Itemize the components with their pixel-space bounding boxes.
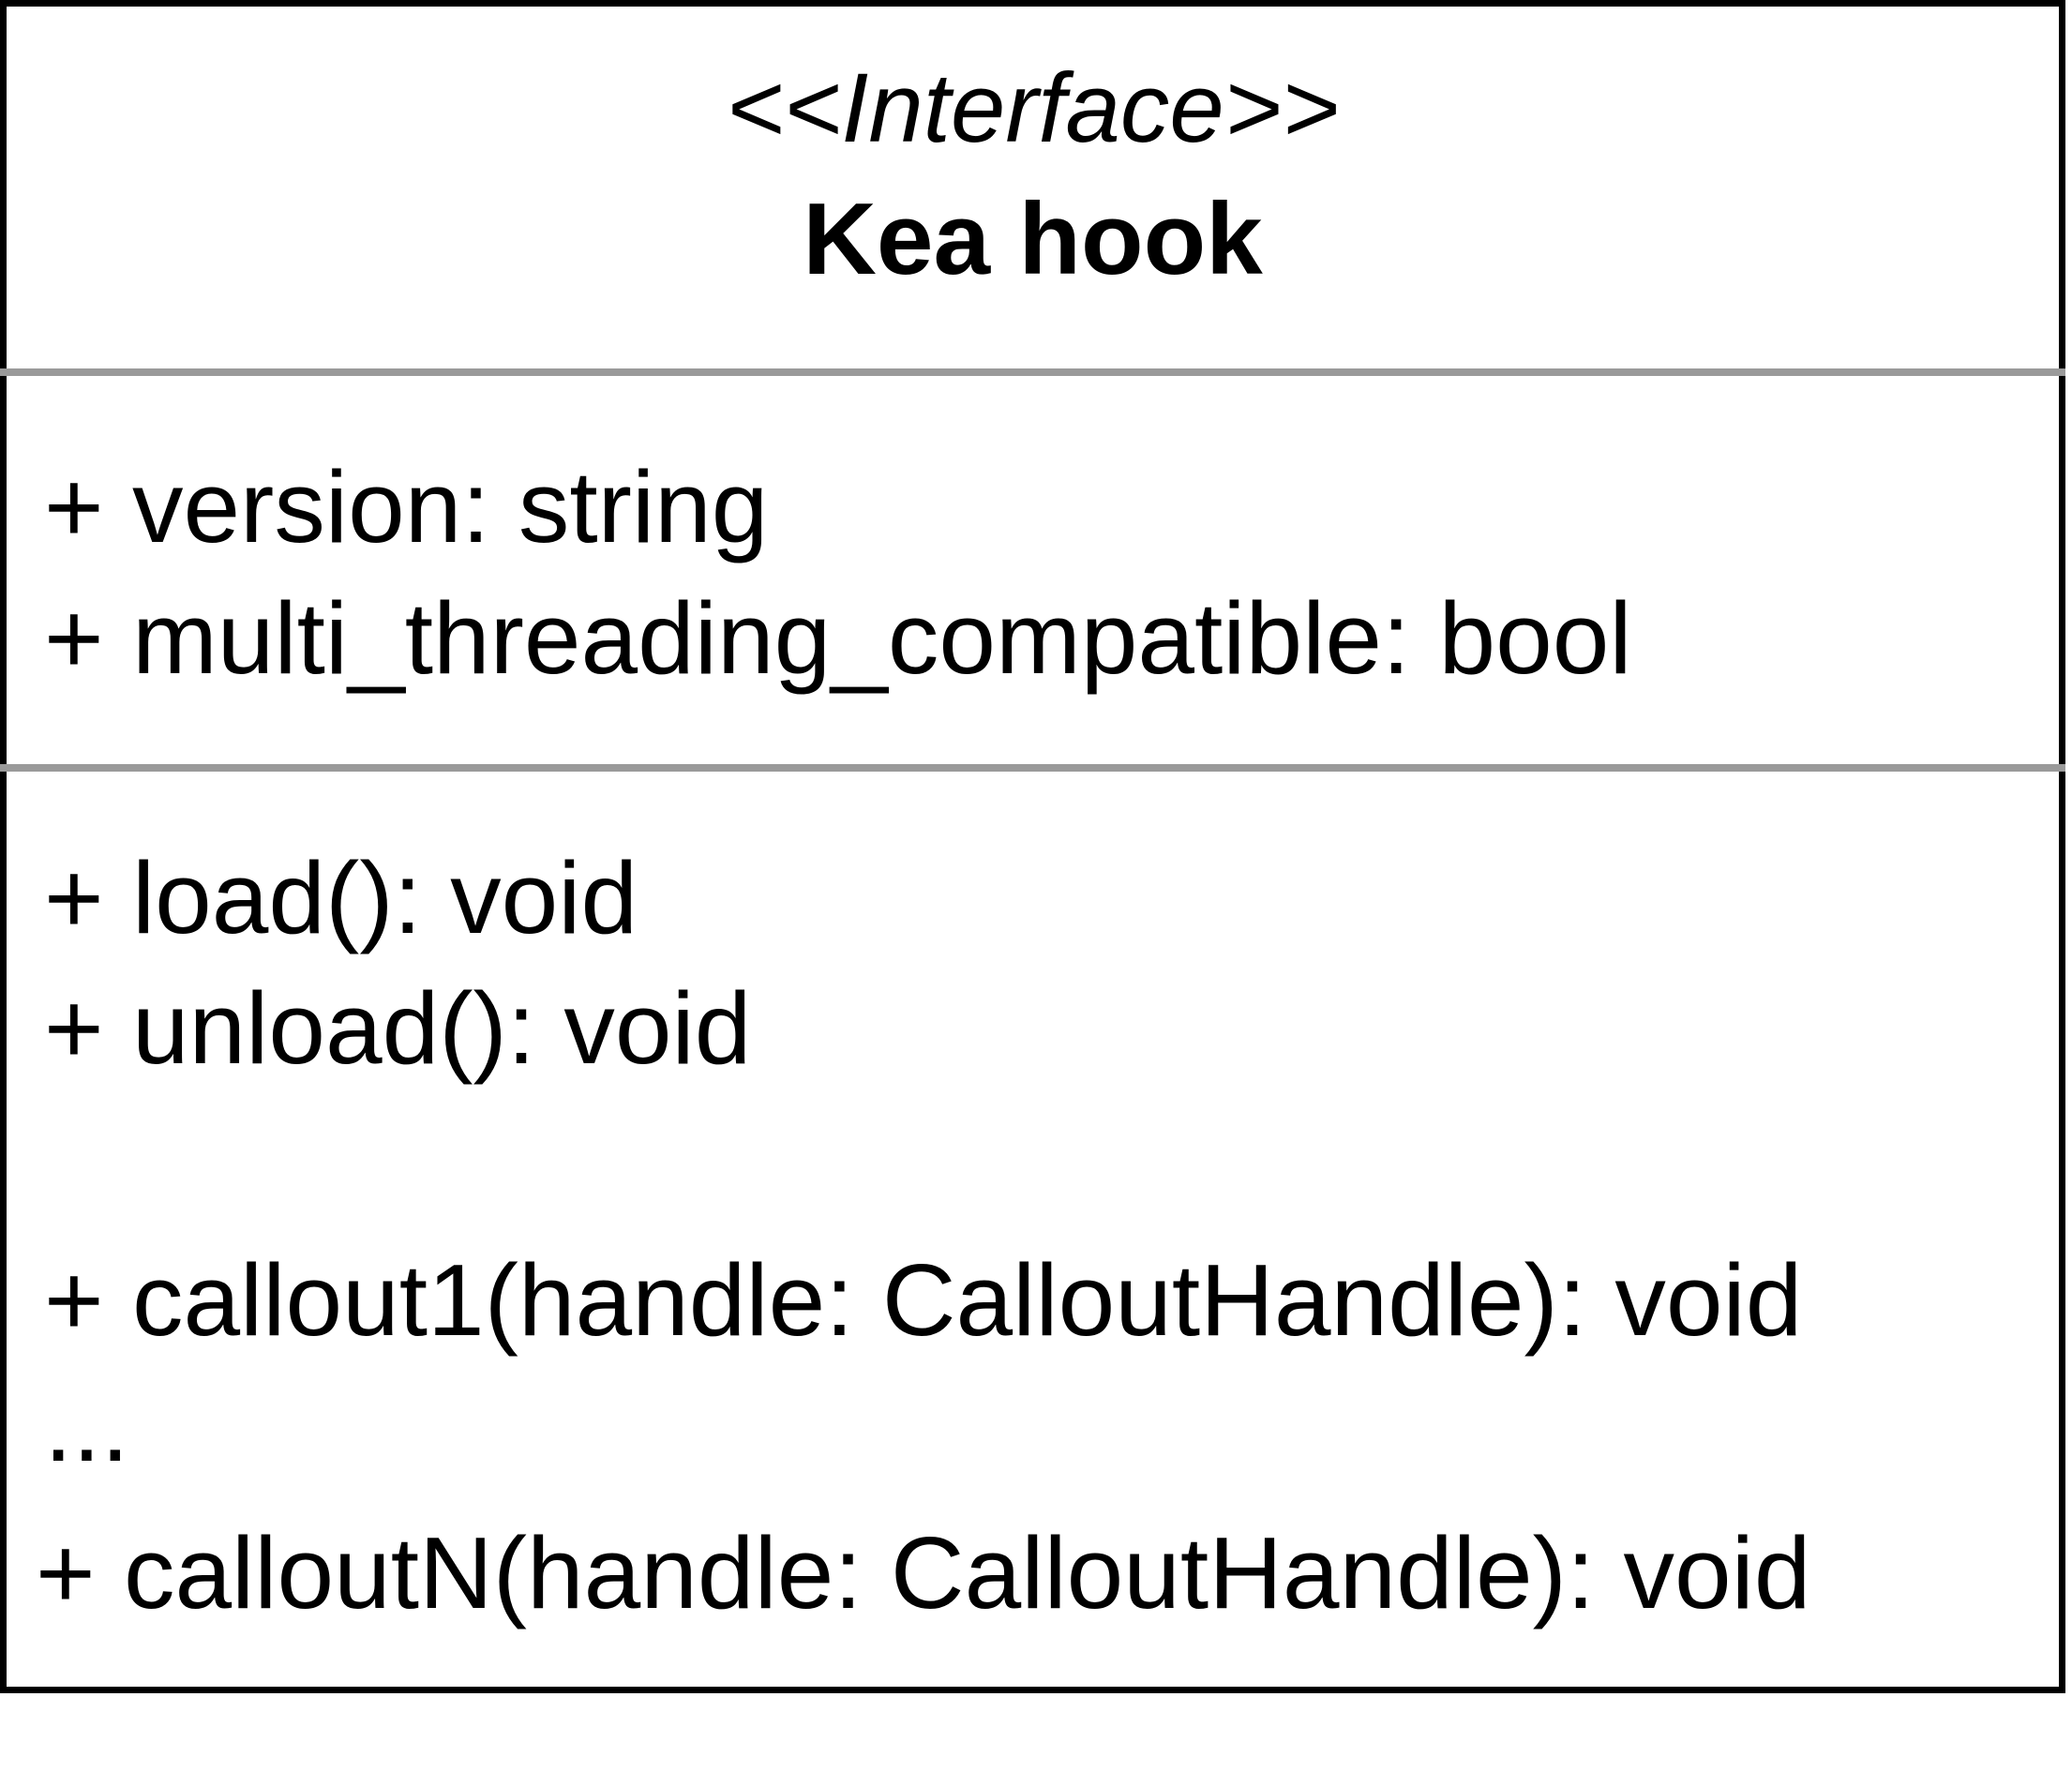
attributes-divider <box>0 368 2065 376</box>
operations-divider <box>0 764 2065 772</box>
operation-unload: + unload(): void <box>44 971 752 1086</box>
attribute-multi-threading-compatible: + multi_threading_compatible: bool <box>44 581 1632 696</box>
uml-class-box: <<Interface>> Kea hook + version: string… <box>0 0 2065 1693</box>
attribute-version: + version: string <box>44 450 769 564</box>
operation-ellipsis: ... <box>44 1369 129 1483</box>
class-name: Kea hook <box>803 182 1263 296</box>
operation-callout1: + callout1(handle: CalloutHandle): void <box>44 1243 1803 1358</box>
stereotype-label: <<Interface>> <box>726 53 1340 163</box>
operation-calloutN: + calloutN(handle: CalloutHandle): void <box>36 1516 1811 1630</box>
operation-load: + load(): void <box>44 841 638 955</box>
